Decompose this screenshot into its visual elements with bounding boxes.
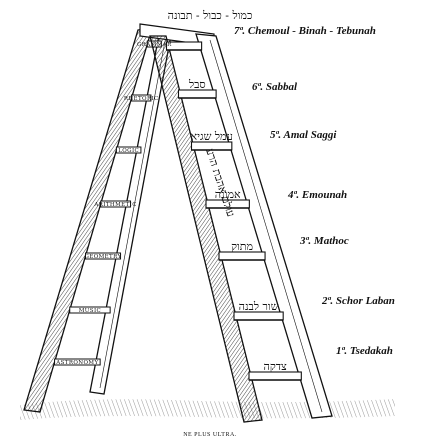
front-rung [218, 251, 266, 261]
rung-hebrew-label: צדקה [264, 360, 288, 373]
liberal-art-label: RHETORIC [124, 96, 159, 102]
step-label: 4ª. Emounah [287, 189, 347, 201]
liberal-art-label: ARITHMETIC [93, 202, 136, 208]
liberal-art-label: MUSIC [79, 308, 101, 314]
hebrew-title: כמול - כבול - תבונה [168, 9, 253, 22]
step-labels: 7ª. Chemoul - Binah - Tebunah 6ª. Sabbal 5… [234, 25, 395, 357]
front-rung [233, 311, 284, 321]
front-rung [165, 41, 203, 51]
step-label: 3ª. Mathoc [299, 235, 349, 247]
front-rung [248, 371, 302, 381]
rung-hebrew-label: עמל שגיא [191, 130, 233, 143]
liberal-art-label: LOGIC [118, 148, 139, 154]
rung-hebrew-labels: סבל עמל שגיא אמונה מתוק שור לבנה צדקה [188, 78, 287, 373]
step-label: 1ª. Tsedakah [336, 345, 393, 357]
back-rung [131, 94, 152, 102]
liberal-art-label: ASTRONOMY [55, 360, 98, 366]
front-rungs [165, 41, 302, 381]
rung-hebrew-label: שור לבנה [239, 300, 279, 313]
caption: NE PLUS ULTRA. [183, 432, 237, 438]
back-rung [115, 146, 142, 154]
back-rungs [54, 40, 162, 366]
back-rung [85, 252, 122, 260]
step-label: 7ª. Chemoul - Binah - Tebunah [234, 25, 376, 37]
rung-hebrew-label: מתוק [231, 240, 253, 253]
rung-hebrew-label: סבל [188, 78, 206, 91]
back-rung [54, 358, 101, 366]
rung-hebrew-label: אמונה [215, 188, 241, 201]
back-rung [100, 200, 132, 208]
ground-hatching [20, 399, 395, 420]
step-label: 5ª. Amal Saggi [270, 129, 337, 141]
front-ladder [149, 33, 333, 423]
front-rung [177, 89, 217, 99]
liberal-art-label: GEOMETRY [84, 254, 121, 260]
back-ladder [23, 23, 215, 413]
back-rung [69, 306, 111, 314]
step-label: 6ª. Sabbal [252, 81, 298, 93]
liberal-arts-labels: GRAMMAR RHETORIC LOGIC ARITHMETIC GEOMETRY MU… [55, 42, 172, 366]
liberal-art-label: GRAMMAR [137, 42, 172, 48]
step-label: 2ª. Schor Laban [321, 295, 395, 307]
